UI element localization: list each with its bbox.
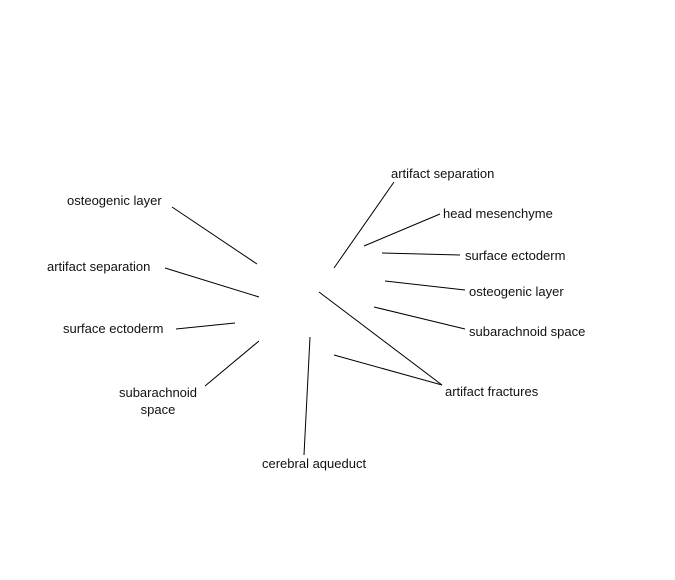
label-artifact-separation-right: artifact separation	[391, 166, 495, 181]
label-subarachnoid-space-right: subarachnoid space	[469, 324, 586, 339]
leader-surface-ectoderm-left	[175, 322, 236, 330]
leader-surface-ectoderm-right	[381, 252, 461, 256]
leader-subarachnoid-space-right	[373, 306, 466, 330]
leader-head-mesenchyme	[363, 213, 441, 247]
leader-osteogenic-layer-left	[171, 206, 258, 265]
label-cerebral-aqueduct: cerebral aqueduct	[262, 456, 367, 471]
label-space-line2: space	[140, 402, 176, 417]
leader-artifact-separation-left	[164, 267, 260, 298]
label-surface-ectoderm-right: surface ectoderm	[465, 248, 566, 263]
label-artifact-separation-left: artifact separation	[47, 259, 151, 274]
label-artifact-fractures: artifact fractures	[445, 384, 539, 399]
label-surface-ectoderm-left: surface ectoderm	[63, 321, 164, 336]
label-head-mesenchyme: head mesenchyme	[443, 206, 553, 221]
label-subarachnoid-line1: subarachnoid	[118, 385, 198, 400]
leader-artifact-fractures-b	[333, 354, 443, 386]
label-subarachnoid-space-left: subarachnoid space	[112, 384, 204, 418]
leader-osteogenic-layer-right	[384, 280, 466, 291]
leader-artifact-separation-right	[333, 181, 395, 269]
label-osteogenic-layer-left: osteogenic layer	[67, 193, 162, 208]
leader-subarachnoid-space-left	[204, 340, 260, 387]
leader-artifact-fractures-a	[318, 291, 443, 386]
leader-cerebral-aqueduct	[303, 336, 311, 456]
label-osteogenic-layer-right: osteogenic layer	[469, 284, 564, 299]
